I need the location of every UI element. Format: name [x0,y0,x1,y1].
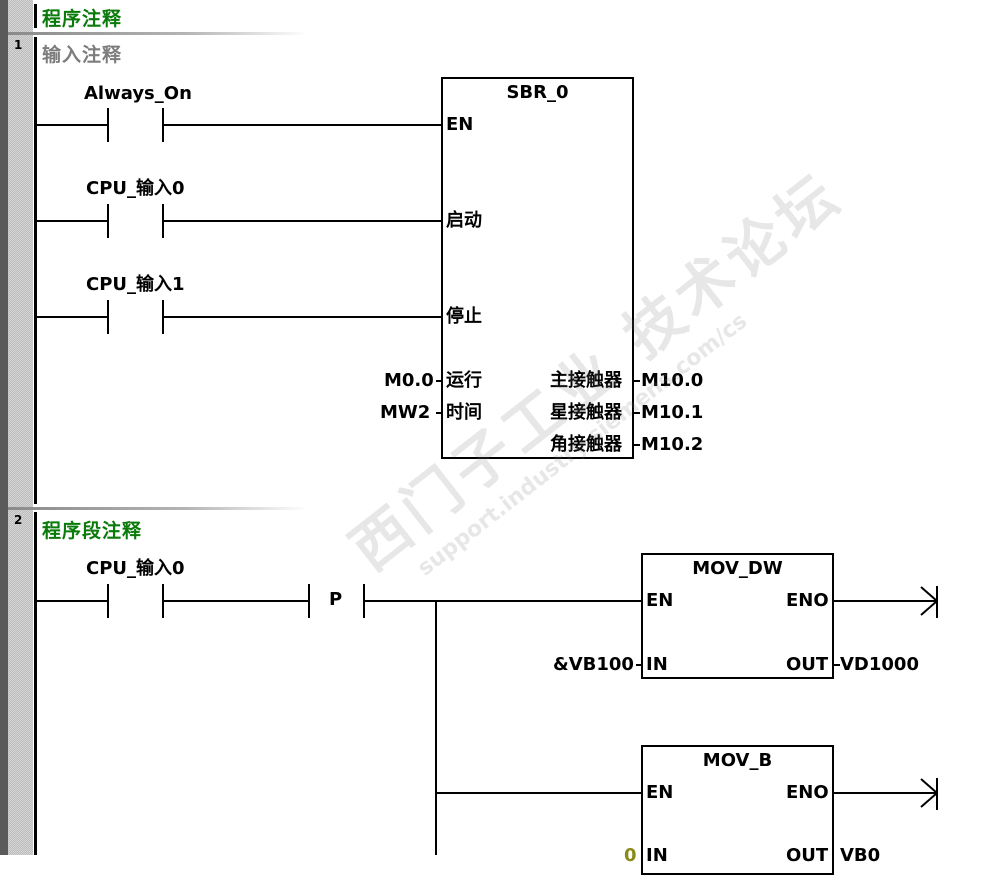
rung-end-icon [920,586,938,618]
pin-en: EN [446,114,474,135]
pin-time: 时间 [446,402,482,423]
pin-in: IN [646,845,668,866]
network-separator [8,507,308,510]
network-number: 2 [14,513,23,527]
contact-symbol: CPU_输入0 [86,558,185,579]
branch-wire [435,600,437,855]
network-number: 1 [14,38,23,52]
rung-end-icon [920,778,938,810]
network-comment[interactable]: 程序段注释 [42,520,143,542]
pin-wire [436,412,442,414]
pin-run: 运行 [446,370,482,391]
pin-stop: 停止 [446,306,482,327]
pin-delta-contactor: 角接触器 [550,434,622,455]
contact-left-bar [107,204,109,238]
eno-wire [834,600,937,602]
contact-symbol: Always_On [84,83,192,104]
mov-dw-block[interactable] [641,553,834,679]
network-gutter [8,0,33,855]
editor-left-border [0,0,8,855]
rung-wire [36,124,108,126]
pin-wire [636,664,642,666]
network-comment[interactable]: 输入注释 [42,44,123,66]
edge-label: P [329,589,343,610]
edge-left-bar [308,584,310,618]
edge-right-bar [363,584,365,618]
operand-time[interactable]: MW2 [380,402,431,423]
pin-en: EN [646,782,674,803]
contact-left-bar [107,300,109,334]
operand-run[interactable]: M0.0 [384,370,434,391]
pin-wire [634,412,640,414]
pin-in: IN [646,654,668,675]
pin-eno: ENO [786,782,829,803]
program-comment[interactable]: 程序注释 [42,8,123,30]
rung-wire [164,316,442,318]
block-title: MOV_DW [692,558,783,579]
pin-en: EN [646,590,674,611]
operand-in[interactable]: 0 [624,845,637,866]
pin-wire [834,664,840,666]
rung-wire [435,792,642,794]
block-title: SBR_0 [506,82,569,103]
rung-wire [365,600,642,602]
program-comment-bar [34,4,37,28]
subroutine-block-sbr0[interactable] [441,77,634,459]
contact-right-bar [162,584,164,618]
network-separator [8,32,308,35]
pin-wire [634,444,640,446]
operand-star-contactor[interactable]: M10.1 [641,402,704,423]
power-rail [34,37,37,504]
rung-wire [164,600,309,602]
pin-wire [634,380,640,382]
pin-wire [436,380,442,382]
contact-right-bar [162,300,164,334]
contact-left-bar [107,584,109,618]
rung-wire [36,600,108,602]
operand-delta-contactor[interactable]: M10.2 [641,434,704,455]
pin-eno: ENO [786,590,829,611]
pin-out: OUT [786,654,829,675]
pin-out: OUT [786,845,829,866]
contact-right-bar [162,108,164,142]
rung-wire [164,124,442,126]
pin-start: 启动 [446,210,482,231]
operand-out[interactable]: VB0 [840,845,881,866]
rung-wire [36,220,108,222]
rung-wire [164,220,442,222]
block-title: MOV_B [702,750,773,771]
operand-main-contactor[interactable]: M10.0 [641,370,704,391]
contact-symbol: CPU_输入1 [86,274,185,295]
contact-symbol: CPU_输入0 [86,178,185,199]
pin-star-contactor: 星接触器 [550,402,622,423]
operand-in[interactable]: &VB100 [553,654,634,675]
operand-out[interactable]: VD1000 [840,654,919,675]
eno-wire [834,792,937,794]
pin-main-contactor: 主接触器 [550,370,622,391]
power-rail [34,512,37,855]
contact-left-bar [107,108,109,142]
contact-right-bar [162,204,164,238]
rung-wire [36,316,108,318]
